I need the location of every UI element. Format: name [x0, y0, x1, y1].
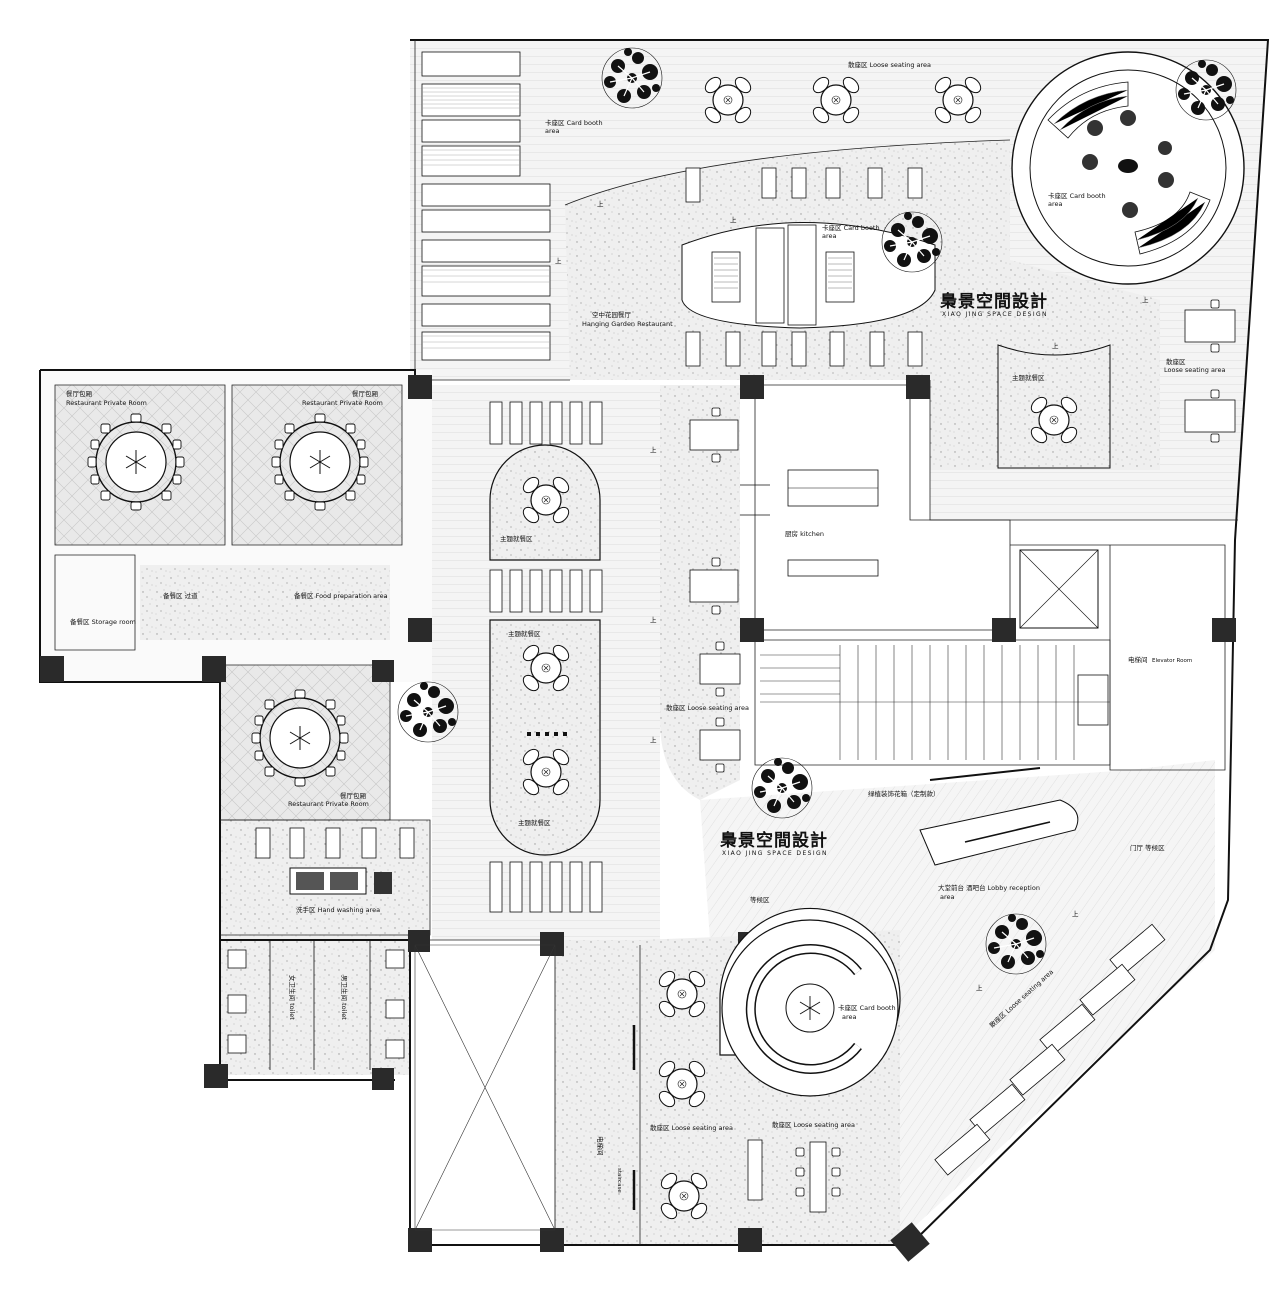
label-storage: 备餐区 Storage room	[70, 617, 136, 626]
label-card-booth-top-left: 卡座区 Card booth	[545, 118, 603, 127]
central-themed-pods	[489, 401, 603, 913]
booth-benches-top-left	[421, 51, 551, 361]
up-marker: 上	[650, 735, 657, 744]
label-private-room-1-cn: 餐厅包厢	[66, 389, 93, 398]
label-card-booth-top-left-en: area	[545, 127, 560, 135]
label-private-room-3-en: Restaurant Private Room	[288, 800, 369, 808]
label-private-room-3-cn: 餐厅包厢	[340, 791, 367, 800]
label-corridor: 备餐区 过道	[163, 591, 198, 600]
label-themed-1: 主题就餐区	[500, 534, 533, 543]
label-loose-right-en: Loose seating area	[1164, 366, 1225, 374]
label-loose-bottom-1: 散座区 Loose seating area	[650, 1123, 733, 1132]
themed-booth-top-right	[997, 344, 1111, 469]
label-private-room-1-en: Restaurant Private Room	[66, 399, 147, 407]
label-elevator-room-en: Elevator Room	[1152, 658, 1192, 664]
label-card-booth-round-en: area	[1048, 200, 1063, 208]
label-plant-note: 绿植装饰花箱（定制款）	[868, 789, 940, 798]
brand-name-en: XIAO JING SPACE DESIGN	[942, 311, 1048, 318]
up-marker: 上	[976, 983, 983, 992]
label-elevator-room-cn: 电梯间	[1128, 655, 1148, 664]
left-wing-details	[227, 827, 556, 1231]
loose-seating-bottom	[632, 967, 841, 1223]
label-lobby-en: area	[940, 893, 955, 901]
brand-name-en: XIAO JING SPACE DESIGN	[722, 850, 828, 857]
loose-seating-mid	[689, 407, 741, 773]
label-card-booth-round: 卡座区 Card booth	[1048, 191, 1106, 200]
label-private-room-2-cn: 餐厅包厢	[352, 389, 379, 398]
label-card-booth-center: 卡座区 Card booth	[822, 223, 880, 232]
round-card-booth-bottom	[719, 907, 901, 1097]
label-loose-bottom-2: 散座区 Loose seating area	[772, 1120, 855, 1129]
kitchen	[740, 469, 879, 577]
label-stairs-cn: 电梯间	[596, 1136, 605, 1156]
label-foyer: 门厅 等候区	[1130, 843, 1165, 852]
round-card-booth-top-right	[1011, 51, 1245, 285]
label-toilet-male: 男卫生间 toilet	[340, 975, 349, 1020]
brand-watermark-top: 梟景空間設計 XIAO JING SPACE DESIGN	[939, 291, 1048, 318]
label-card-booth-bottom-en: area	[842, 1013, 857, 1021]
label-private-room-2-en: Restaurant Private Room	[302, 399, 383, 407]
up-marker: 上	[1052, 341, 1059, 350]
loose-seating-diagonal	[934, 923, 1166, 1176]
label-hanging-garden-en: Hanging Garden Restaurant	[582, 320, 673, 328]
label-hand-wash: 洗手区 Hand washing area	[296, 905, 380, 914]
label-waiting: 等候区	[750, 895, 770, 904]
up-marker: 上	[1072, 909, 1079, 918]
up-marker: 上	[1142, 295, 1149, 304]
label-loose-right-cn: 散座区	[1166, 357, 1186, 366]
label-hanging-garden-cn: 空中花园餐厅	[592, 310, 632, 319]
label-themed-2: 主题就餐区	[508, 629, 541, 638]
loose-seating-right	[1184, 299, 1236, 443]
elevator-shaft	[1019, 549, 1109, 726]
label-food-prep: 备餐区 Food preparation area	[294, 591, 388, 600]
brand-name-cn: 梟景空間設計	[719, 830, 828, 851]
brand-watermark-center: 梟景空間設計 XIAO JING SPACE DESIGN	[719, 830, 828, 857]
label-card-booth-bottom: 卡座区 Card booth	[838, 1003, 896, 1012]
main-staircase	[760, 645, 1110, 760]
brand-name-cn: 梟景空間設計	[939, 291, 1048, 312]
up-marker: 上	[597, 199, 604, 208]
up-marker: 上	[730, 215, 737, 224]
label-themed-top-right: 主题就餐区	[1012, 373, 1045, 382]
center-card-booth	[681, 167, 936, 367]
up-marker: 上	[555, 256, 562, 265]
lobby-reception	[919, 767, 1079, 866]
up-markers: 上 上 上 上 上 上 上 上 上 上	[555, 199, 1149, 992]
label-themed-3: 主题就餐区	[518, 818, 551, 827]
up-marker: 上	[650, 445, 657, 454]
label-lobby-cn: 大堂前台 酒吧台 Lobby reception	[938, 883, 1040, 892]
label-loose-top: 散座区 Loose seating area	[848, 60, 931, 69]
label-card-booth-center-en: area	[822, 232, 837, 240]
label-stairs-en: staircase	[616, 1168, 622, 1193]
label-kitchen: 厨房 kitchen	[785, 529, 824, 538]
up-marker: 上	[650, 615, 657, 624]
label-toilet-female: 女卫生间 toilet	[288, 975, 297, 1020]
label-loose-mid: 散座区 Loose seating area	[666, 703, 749, 712]
